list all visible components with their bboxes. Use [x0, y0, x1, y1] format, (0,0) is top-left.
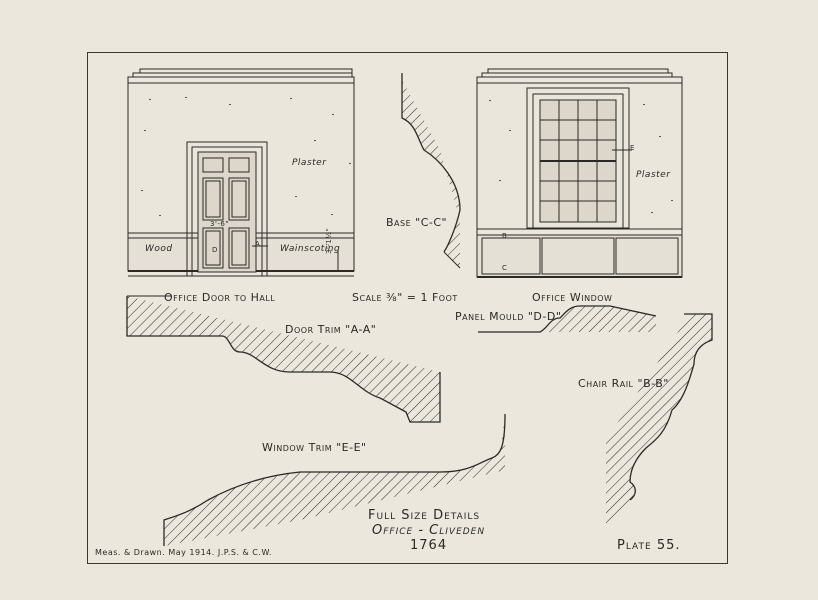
plate-number: Plate 55. [617, 538, 681, 553]
section-mark-c: C [502, 264, 508, 272]
plaster-label-right: Plaster [636, 170, 671, 180]
base-label: Base "C-C" [386, 216, 448, 229]
wood-label: Wood [145, 244, 173, 254]
door-width-dimension: 3'-6" [210, 220, 230, 228]
title-line-3: 1764 [410, 538, 448, 553]
section-mark-d: D [212, 246, 218, 254]
chair-rail-profile [606, 313, 713, 528]
window-elevation [476, 68, 683, 278]
base-profile [401, 73, 461, 269]
section-mark-e: E [630, 144, 635, 152]
title-line-1: Full Size Details [368, 508, 481, 523]
chair-rail-label: Chair Rail "B-B" [578, 377, 669, 390]
section-mark-b: B [502, 232, 508, 240]
panel-mould-profile [478, 305, 657, 333]
window-trim-profile [163, 413, 506, 546]
scale-caption: Scale ⅜" = 1 Foot [352, 291, 458, 304]
door-trim-profile [126, 295, 441, 423]
plaster-label-left: Plaster [292, 158, 327, 168]
window-trim-label: Window Trim "E-E" [262, 441, 367, 454]
door-trim-label: Door Trim "A-A" [285, 323, 377, 336]
plate-border [87, 52, 728, 564]
door-elevation-caption: Office Door to Hall [164, 291, 276, 304]
title-line-2: Office - Cliveden [372, 523, 486, 538]
door-elevation [127, 68, 355, 277]
wainscot-height-dimension: 3'-1½" [325, 227, 333, 254]
credit-line: Meas. & Drawn. May 1914. J.P.S. & C.W. [95, 548, 272, 557]
section-mark-a: A [255, 240, 261, 248]
wainscoting-label: Wainscoting [280, 244, 341, 254]
panel-mould-label: Panel Mould "D-D" [455, 310, 562, 323]
window-elevation-caption: Office Window [532, 291, 613, 304]
